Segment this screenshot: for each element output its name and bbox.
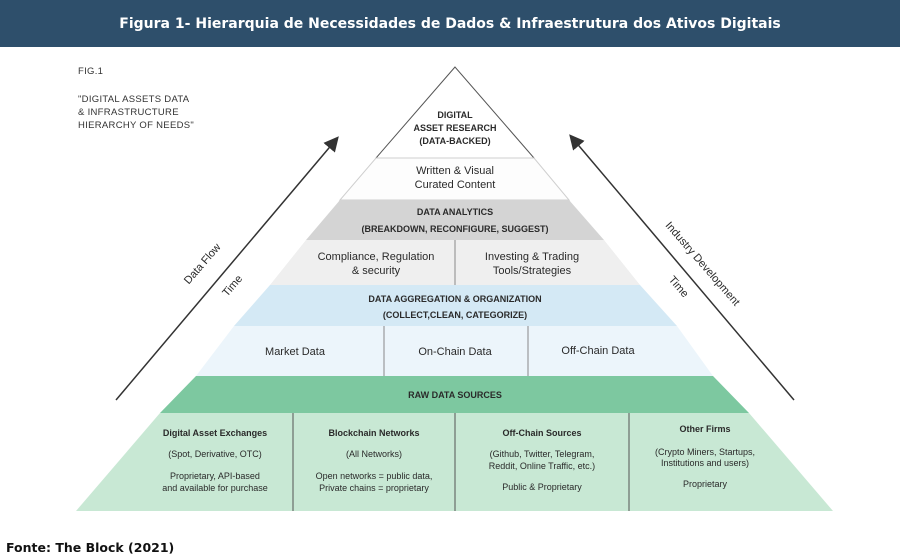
raw-item-3-title: Off-Chain Sources bbox=[502, 428, 581, 438]
figure-title: Hierarquia de Necessidades de Dados & In… bbox=[195, 15, 781, 32]
raw-item-2-title: Blockchain Networks bbox=[328, 428, 419, 438]
content-line-1: Written & Visual bbox=[416, 165, 494, 177]
research-line-2: ASSET RESEARCH bbox=[413, 123, 496, 133]
raw-item-4-desc: Proprietary bbox=[683, 479, 728, 489]
raw-item-1-title: Digital Asset Exchanges bbox=[163, 428, 267, 438]
industry-development-label: Industry Development bbox=[663, 220, 742, 309]
raw-item-3-sub-1: (Github, Twitter, Telegram, bbox=[490, 449, 595, 459]
raw-item-1-desc-1: Proprietary, API-based bbox=[170, 471, 260, 481]
raw-title: RAW DATA SOURCES bbox=[408, 390, 502, 400]
raw-item-4-sub-2: Institutions and users) bbox=[661, 458, 749, 468]
raw-band bbox=[160, 376, 749, 413]
aggregation-subtitle: (COLLECT,CLEAN, CATEGORIZE) bbox=[383, 310, 527, 320]
research-line-3: (DATA-BACKED) bbox=[419, 136, 490, 146]
aggregation-item-market-data: Market Data bbox=[265, 346, 326, 358]
analytics-item-1-line-1: Compliance, Regulation bbox=[318, 251, 435, 263]
data-flow-time-label: Time bbox=[220, 273, 245, 299]
raw-item-4-sub-1: (Crypto Miners, Startups, bbox=[655, 447, 755, 457]
figure-title-bar: Figura 1- Hierarquia de Necessidades de … bbox=[0, 0, 900, 47]
analytics-item-2-line-2: Tools/Strategies bbox=[493, 265, 572, 277]
raw-item-3-sub-2: Reddit, Online Traffic, etc.) bbox=[489, 461, 595, 471]
analytics-band bbox=[306, 200, 604, 240]
industry-development-arrow bbox=[569, 134, 795, 401]
aggregation-band bbox=[234, 285, 677, 326]
analytics-subtitle: (BREAKDOWN, RECONFIGURE, SUGGEST) bbox=[361, 224, 548, 234]
source-note: Fonte: The Block (2021) bbox=[6, 540, 175, 555]
raw-item-2-sub: (All Networks) bbox=[346, 449, 402, 459]
aggregation-item-on-chain-data: On-Chain Data bbox=[418, 346, 492, 358]
figure-number: Figura 1- bbox=[119, 15, 191, 32]
fig-caption: "DIGITAL ASSETS DATA & INFRASTRUCTURE HI… bbox=[78, 94, 195, 131]
content-line-2: Curated Content bbox=[415, 179, 496, 191]
aggregation-items-band bbox=[196, 326, 713, 376]
analytics-item-1-line-2: & security bbox=[352, 265, 401, 277]
fig-label: FIG.1 bbox=[78, 66, 104, 77]
analytics-item-2-line-1: Investing & Trading bbox=[485, 251, 579, 263]
industry-time-label: Time bbox=[666, 274, 691, 300]
raw-item-1-sub: (Spot, Derivative, OTC) bbox=[168, 449, 262, 459]
raw-item-3-desc: Public & Proprietary bbox=[502, 482, 582, 492]
research-line-1: DIGITAL bbox=[437, 110, 473, 120]
raw-item-2-desc-2: Private chains = proprietary bbox=[319, 483, 429, 493]
raw-item-2-desc-1: Open networks = public data, bbox=[316, 471, 433, 481]
raw-item-1-desc-2: and available for purchase bbox=[162, 483, 268, 493]
raw-item-4-title: Other Firms bbox=[679, 424, 730, 434]
aggregation-item-off-chain-data: Off-Chain Data bbox=[561, 345, 635, 357]
analytics-title: DATA ANALYTICS bbox=[417, 207, 493, 217]
data-flow-arrow bbox=[115, 136, 339, 401]
aggregation-title: DATA AGGREGATION & ORGANIZATION bbox=[368, 294, 541, 304]
